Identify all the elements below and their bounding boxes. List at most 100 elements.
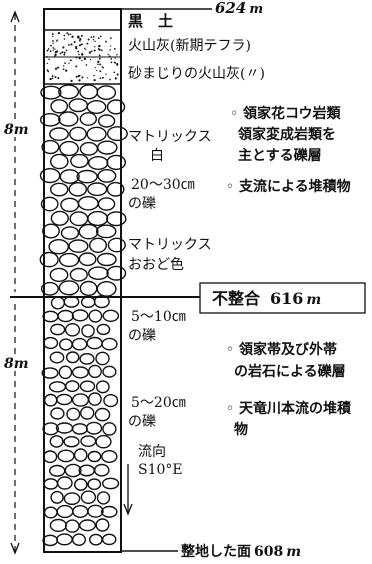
- gravel-pebble: [56, 476, 73, 490]
- gravel-pebble: [50, 182, 69, 197]
- gravel-pebble: [76, 169, 98, 184]
- gravel-pebble: [73, 448, 88, 462]
- gravel-pebble: [58, 252, 80, 268]
- gravel-pebble: [87, 504, 104, 518]
- gravel-pebble: [102, 422, 117, 436]
- gravel-pebble: [39, 251, 59, 268]
- ash-dot: [52, 35, 54, 38]
- gravel-pebble: [88, 266, 109, 281]
- ash-dot: [109, 45, 112, 47]
- ash-dot: [97, 37, 100, 39]
- gravel-pebble: [48, 238, 69, 255]
- ash-dot: [54, 48, 56, 50]
- gravel-pebble: [78, 252, 97, 267]
- gravel-pebble: [78, 519, 96, 532]
- ash-dot: [86, 77, 89, 79]
- lower-thickness-label: 8m: [4, 356, 29, 372]
- gravel-pebble: [101, 533, 117, 546]
- ash-dot: [75, 47, 78, 50]
- ash-dot: [110, 37, 112, 39]
- gravel-pebble: [56, 393, 73, 406]
- gravel-pebble: [49, 127, 69, 141]
- gravel-pebble: [64, 519, 80, 533]
- upper-thickness-bg: [4, 121, 30, 137]
- sandy-ash-label: 砂まじりの火山灰(〃): [128, 66, 265, 82]
- gravel-pebble: [78, 223, 99, 240]
- ash-dot: [63, 51, 66, 54]
- ash-dot: [81, 76, 84, 79]
- gravel-pebble: [71, 533, 86, 547]
- ash-dot: [78, 57, 81, 60]
- gravel-pebble: [42, 336, 59, 350]
- ash-dot: [99, 77, 102, 80]
- note1-line1: 領家花コウ岩類: [243, 105, 341, 122]
- ash-dot: [63, 65, 65, 67]
- ash-dot: [79, 39, 81, 42]
- ash-dot: [83, 57, 86, 61]
- flow-direction-label: 流向: [138, 444, 166, 460]
- ash-dot: [71, 35, 74, 38]
- gravel-pebble: [97, 197, 116, 211]
- ash-dot: [110, 58, 113, 60]
- ash-dot: [89, 51, 91, 53]
- gravel-pebble: [40, 196, 59, 212]
- ash-dot: [52, 47, 55, 49]
- ash-dot: [65, 69, 68, 72]
- gravel-pebble: [60, 226, 80, 240]
- ash-dot: [46, 62, 48, 65]
- ash-dot: [79, 38, 82, 41]
- ash-dot: [64, 62, 66, 64]
- gravel-pebble: [86, 99, 107, 114]
- ash-dot: [52, 42, 54, 44]
- upper-thickness-label: 8m: [4, 122, 29, 138]
- gravel-pebble: [97, 114, 116, 128]
- ash-dot: [75, 65, 78, 68]
- gravel-pebble: [106, 265, 127, 281]
- ash-dot: [52, 40, 54, 42]
- gravel-pebble: [74, 478, 88, 491]
- gravel-pebble: [59, 169, 80, 184]
- ash-dot: [85, 64, 88, 66]
- gravel-pebble: [96, 491, 111, 505]
- gravel-5-20-label-2: の礫: [128, 414, 156, 430]
- gravel-pebble: [66, 407, 81, 421]
- note3-line2: の岩石による礫層: [234, 363, 346, 380]
- ash-dot: [63, 53, 66, 56]
- ash-dot: [47, 48, 50, 50]
- gravel-pebble: [49, 351, 65, 364]
- gravel-pebble: [69, 126, 87, 142]
- ash-dot: [94, 46, 96, 48]
- ash-dot: [51, 33, 54, 35]
- gravel-pebble: [70, 153, 89, 169]
- ash-dot: [94, 67, 97, 69]
- ash-dot: [62, 51, 64, 53]
- ash-dot: [77, 50, 80, 53]
- gravel-pebble: [50, 490, 64, 504]
- ash-dot: [98, 54, 101, 57]
- gravel-5-10-label: 5～10㎝: [131, 309, 186, 325]
- ash-dot: [57, 31, 61, 35]
- note2: 支流による堆積物: [238, 178, 351, 195]
- ash-dot: [93, 78, 96, 82]
- gravel-pebble: [71, 309, 89, 322]
- ash-dot: [63, 38, 66, 40]
- ash-dot: [67, 43, 70, 46]
- gravel-pebble: [41, 367, 59, 379]
- gravel-pebble: [93, 295, 110, 309]
- ash-dot: [68, 62, 70, 64]
- ash-dot: [101, 66, 104, 68]
- ash-dot: [54, 76, 57, 79]
- gravel-pebble: [101, 477, 120, 490]
- ash-dot: [99, 63, 102, 66]
- gravel-pebble: [96, 85, 117, 101]
- ash-dot: [50, 44, 52, 47]
- gravel-pebble: [39, 113, 61, 127]
- gravel-pebble: [57, 309, 74, 323]
- gravel-pebble: [95, 434, 112, 449]
- gravel-pebble: [95, 224, 117, 239]
- gravel-pebble: [68, 181, 88, 197]
- gravel-pebble: [50, 210, 69, 226]
- ash-dot: [49, 77, 52, 81]
- gravel-pebble: [87, 478, 102, 491]
- unconformity-box: [199, 282, 366, 314]
